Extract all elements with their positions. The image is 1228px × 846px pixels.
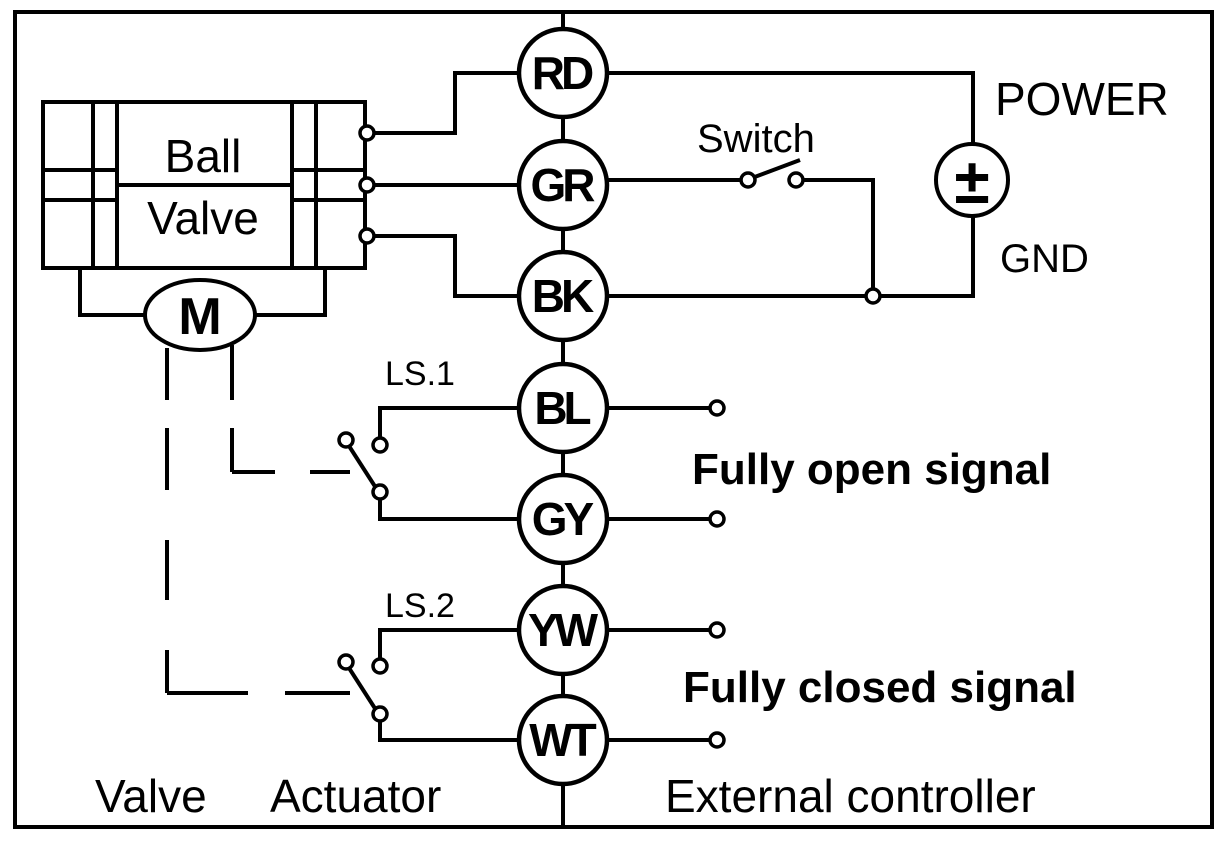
ls1-contact-upper [371, 436, 389, 454]
valve-node-3 [358, 227, 376, 245]
terminal-wt: WT [516, 693, 610, 787]
footer-controller-label: External controller [665, 770, 1036, 822]
terminal-gr-code: GR [531, 159, 596, 211]
terminal-gy: GY [516, 472, 610, 566]
ball-valve: Ball Valve [41, 100, 367, 270]
ls2-contact-lower [371, 705, 389, 723]
output-yw-node [708, 621, 726, 639]
valve-node-2 [358, 176, 376, 194]
switch-label: Switch [697, 117, 815, 161]
terminal-bk-code: BK [532, 270, 594, 322]
output-wt-node [708, 731, 726, 749]
diagram-frame [13, 10, 1214, 829]
terminal-gy-code: GY [532, 493, 594, 545]
terminal-gr: GR [516, 138, 610, 232]
terminal-wt-code: WT [529, 714, 596, 766]
power-symbol: ± [954, 145, 989, 217]
power-source: ± [934, 142, 1010, 218]
junction-node [864, 287, 882, 305]
footer-actuator-label: Actuator [270, 770, 441, 822]
switch-contact-left [739, 171, 757, 189]
terminal-rd-code: RD [532, 47, 593, 99]
power-label: POWER [995, 73, 1169, 125]
ls2-label: LS.2 [385, 587, 455, 625]
terminal-yw: YW [516, 583, 610, 677]
motor-label: M [178, 288, 221, 346]
gnd-label: GND [1000, 237, 1089, 281]
ls2-contact-upper [371, 657, 389, 675]
output-bl-node [708, 399, 726, 417]
ls1-contact-lower [371, 483, 389, 501]
valve-node-1 [358, 124, 376, 142]
linkage-ls2 [165, 428, 350, 695]
terminal-bl: BL [516, 361, 610, 455]
linkage-ls1 [230, 428, 350, 474]
terminal-rd: RD [516, 26, 610, 120]
ball-label: Ball [165, 130, 242, 182]
ls1-pivot [337, 431, 355, 449]
fully-open-signal-label: Fully open signal [692, 445, 1051, 494]
output-gy-node [708, 510, 726, 528]
terminal-yw-code: YW [528, 604, 599, 656]
motor: M [143, 278, 257, 352]
terminal-bl-code: BL [534, 382, 590, 434]
valve-label: Valve [147, 192, 259, 244]
fully-closed-signal-label: Fully closed signal [683, 663, 1077, 712]
ls2-pivot [337, 653, 355, 671]
footer-valve-label: Valve [95, 770, 207, 822]
switch-contact-right [787, 171, 805, 189]
ls1-label: LS.1 [385, 355, 455, 393]
terminal-bk: BK [516, 249, 610, 343]
